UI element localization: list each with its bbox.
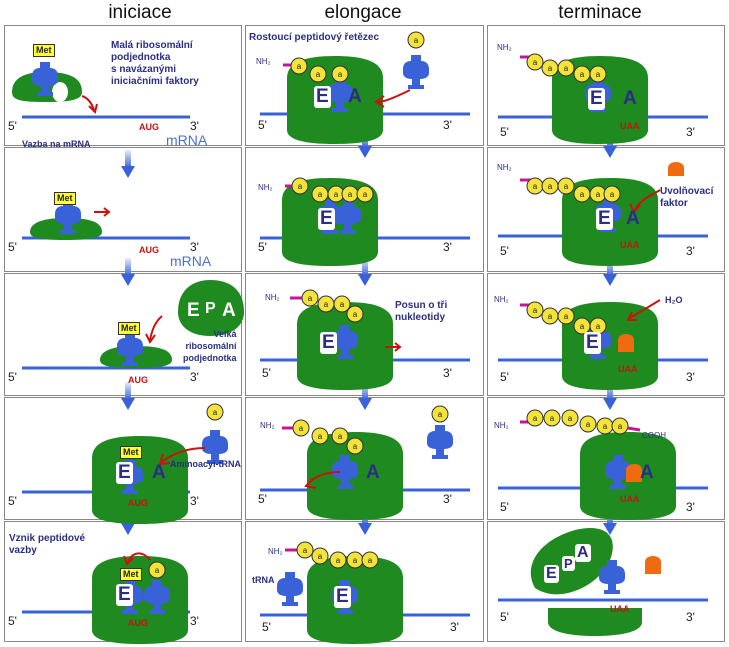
a-site: A bbox=[366, 462, 380, 483]
e-site: E bbox=[318, 208, 335, 230]
h2o-label: H₂O bbox=[665, 295, 683, 305]
three-prime: 3' bbox=[686, 244, 695, 258]
a-site: A bbox=[152, 462, 166, 483]
five-prime: 5' bbox=[500, 244, 509, 258]
five-prime: 5' bbox=[500, 370, 509, 384]
five-prime: 5' bbox=[258, 492, 267, 506]
e-site: E bbox=[588, 88, 605, 110]
a-site: A bbox=[623, 88, 637, 109]
mrna-label: mRNA bbox=[170, 253, 212, 269]
uaa-label: UAA bbox=[620, 121, 640, 131]
met-label-5: Met bbox=[120, 568, 142, 581]
three-prime: 3' bbox=[443, 118, 452, 132]
uaa-label: UAA bbox=[620, 240, 640, 250]
aug-label: AUG bbox=[128, 375, 148, 385]
three-prime: 3' bbox=[686, 610, 695, 624]
met-label-1: Met bbox=[33, 44, 55, 57]
three-prime: 3' bbox=[443, 240, 452, 254]
three-prime: 3' bbox=[443, 366, 452, 380]
header-initiation: iniciace bbox=[108, 2, 172, 23]
five-prime: 5' bbox=[258, 118, 267, 132]
e-site: E bbox=[544, 565, 559, 583]
five-prime: 5' bbox=[8, 240, 17, 254]
aug-label: AUG bbox=[139, 122, 159, 132]
five-prime: 5' bbox=[8, 370, 17, 384]
five-prime: 5' bbox=[8, 119, 17, 133]
three-prime: 3' bbox=[190, 494, 199, 508]
three-prime: 3' bbox=[190, 240, 199, 254]
binding-label: Vazba na mRNA bbox=[22, 139, 91, 149]
five-prime: 5' bbox=[500, 500, 509, 514]
three-prime: 3' bbox=[190, 614, 199, 628]
three-prime: 3' bbox=[686, 500, 695, 514]
mrna-label: mRNA bbox=[166, 132, 208, 148]
cooh-label: COOH bbox=[642, 431, 666, 440]
three-prime: 3' bbox=[686, 370, 695, 384]
uaa-label: UAA bbox=[618, 364, 638, 374]
e-site: E bbox=[584, 332, 601, 354]
a-site: A bbox=[626, 208, 640, 229]
aminoacyl-label: Aminoacyl-tRNA bbox=[170, 459, 242, 469]
small-subunit-label: Malá ribosomální podjednotka s navázaným… bbox=[111, 40, 199, 87]
p-site: P bbox=[562, 556, 575, 571]
three-prime: 3' bbox=[190, 119, 199, 133]
peptide-bond-label: Vznik peptidové vazby bbox=[9, 533, 86, 556]
met-label-3: Met bbox=[118, 322, 140, 335]
nh2-label: NH₂ bbox=[494, 421, 509, 430]
e-site: E bbox=[596, 208, 613, 230]
a-site: A bbox=[640, 462, 654, 483]
nh2-label: NH₂ bbox=[497, 163, 512, 172]
uaa-label: UAA bbox=[620, 494, 640, 504]
growing-chain-label: Rostoucí peptidový řetězec bbox=[249, 32, 380, 43]
e-site: E bbox=[334, 586, 351, 608]
nh2-label: NH₂ bbox=[256, 57, 271, 66]
uaa-label: UAA bbox=[610, 604, 630, 614]
three-prime: 3' bbox=[450, 620, 459, 634]
e-site: E bbox=[116, 584, 133, 606]
e-site: E bbox=[116, 462, 133, 484]
nh2-label: NH₂ bbox=[265, 293, 280, 302]
met-label-4: Met bbox=[120, 446, 142, 459]
five-prime: 5' bbox=[258, 240, 267, 254]
e-site: E bbox=[314, 86, 331, 108]
five-prime: 5' bbox=[8, 494, 17, 508]
five-prime: 5' bbox=[500, 610, 509, 624]
a-site: A bbox=[222, 300, 236, 321]
five-prime: 5' bbox=[262, 366, 271, 380]
met-label-2: Met bbox=[54, 192, 76, 205]
five-prime: 5' bbox=[8, 614, 17, 628]
aug-label: AUG bbox=[128, 498, 148, 508]
nh2-label: NH₂ bbox=[258, 183, 273, 192]
nh2-label: NH₂ bbox=[268, 547, 283, 556]
e-site: E bbox=[187, 300, 200, 321]
five-prime: 5' bbox=[262, 620, 271, 634]
aug-label: AUG bbox=[139, 245, 159, 255]
header-termination: terminace bbox=[558, 2, 642, 23]
p-site: P bbox=[205, 300, 216, 317]
header-elongation: elongace bbox=[324, 2, 402, 23]
large-subunit-label: Velká ribosomální podjednotka bbox=[183, 329, 237, 363]
aug-label: AUG bbox=[128, 618, 148, 628]
a-site: A bbox=[348, 86, 362, 107]
translocate-label: Posun o tři nukleotidy bbox=[395, 300, 448, 323]
nh2-label: NH₂ bbox=[497, 43, 512, 52]
three-prime: 3' bbox=[443, 492, 452, 506]
release-factor-label: Uvolňovací faktor bbox=[660, 186, 714, 209]
nh2-label: NH₂ bbox=[494, 295, 509, 304]
three-prime: 3' bbox=[190, 370, 199, 384]
three-prime: 3' bbox=[686, 125, 695, 139]
five-prime: 5' bbox=[500, 125, 509, 139]
a-site: A bbox=[575, 544, 591, 562]
e-site: E bbox=[320, 332, 337, 354]
nh2-label: NH₂ bbox=[260, 421, 275, 430]
trna-label: tRNA bbox=[252, 575, 275, 585]
